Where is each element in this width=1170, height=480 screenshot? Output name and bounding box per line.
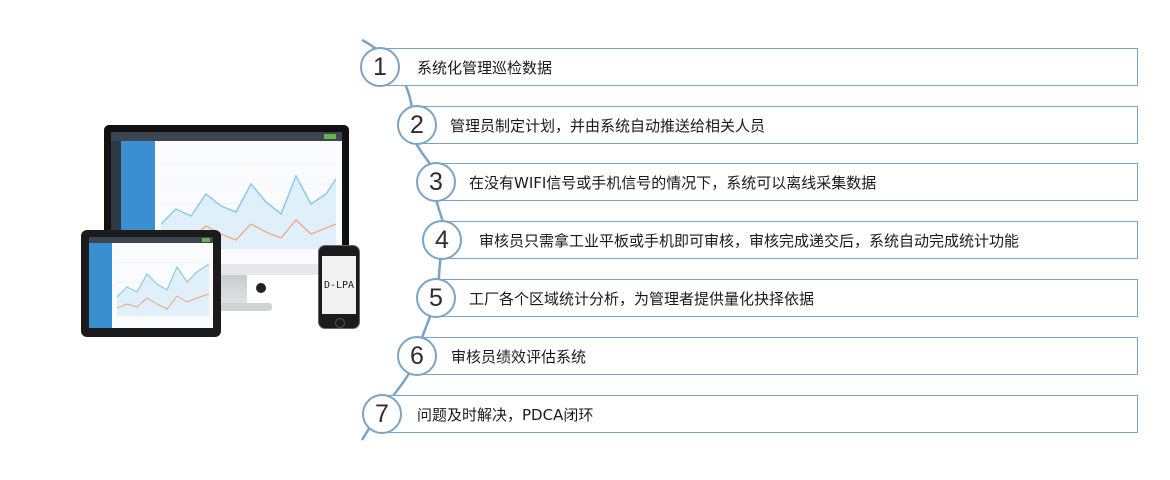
tablet-line-chart [117,261,209,316]
devices-illustration: D-LPA [70,115,390,345]
monitor-icon-rail [111,141,121,264]
tablet-device [81,230,221,337]
step-box-7: 问题及时解决，PDCA闭环 [380,395,1138,433]
step-box-1: 系统化管理巡检数据 [380,48,1138,86]
step-number-circle-6: 6 [397,336,437,376]
tablet-header-button [202,238,210,242]
step-box-4: 审核员只需拿工业平板或手机即可审核，审核完成递交后，系统自动完成统计功能 [440,221,1138,259]
phone-screen: D-LPA [322,256,356,314]
step-box-2: 管理员制定计划，并由系统自动推送给相关人员 [412,106,1138,144]
monitor-app-header [111,132,342,141]
step-number: 2 [410,110,424,139]
step-text: 审核员绩效评估系统 [451,347,587,366]
step-number-circle-2: 2 [397,105,437,145]
desktop-monitor [104,125,349,293]
step-number: 7 [375,399,389,428]
step-number-circle-1: 1 [360,47,400,87]
step-text: 审核员只需拿工业平板或手机即可审核，审核完成递交后，系统自动完成统计功能 [479,231,1020,250]
step-text: 系统化管理巡检数据 [417,58,553,77]
step-number-circle-5: 5 [416,278,456,318]
phone-screen-label: D-LPA [323,279,355,291]
step-number-circle-7: 7 [362,394,402,434]
step-text: 问题及时解决，PDCA闭环 [417,405,594,424]
step-number: 6 [410,341,424,370]
step-box-6: 审核员绩效评估系统 [414,337,1138,375]
phone-home-button [335,318,345,328]
monitor-header-button [324,134,336,139]
step-number-circle-4: 4 [422,220,462,260]
step-number-circle-3: 3 [416,162,456,202]
monitor-stand-base [182,303,272,311]
step-number: 3 [429,167,443,196]
tablet-sidebar [89,243,112,328]
tablet-screen [89,237,213,328]
phone-device: D-LPA [318,245,360,329]
step-text: 工厂各个区域统计分析，为管理者提供量化抉择依据 [469,289,815,308]
apple-logo-icon [256,283,266,293]
step-box-5: 工厂各个区域统计分析，为管理者提供量化抉择依据 [434,279,1138,317]
step-number: 1 [373,52,387,81]
tablet-app-header [89,237,213,243]
step-number: 4 [435,225,449,254]
step-text: 管理员制定计划，并由系统自动推送给相关人员 [450,116,766,135]
monitor-chin [104,264,349,275]
step-number: 5 [429,283,443,312]
step-box-3: 在没有WIFI信号或手机信号的情况下，系统可以离线采集数据 [432,163,1138,201]
step-text: 在没有WIFI信号或手机信号的情况下，系统可以离线采集数据 [469,173,877,192]
